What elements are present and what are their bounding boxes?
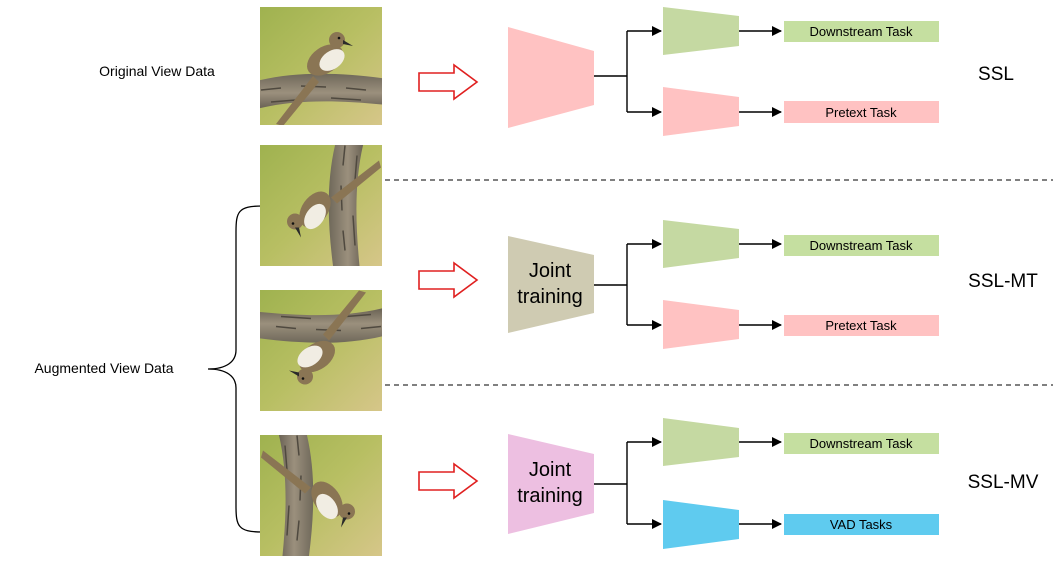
- encoder-label-line1: Joint: [529, 260, 572, 282]
- encoder-label-line1: Joint: [529, 459, 572, 481]
- downstream-task-label: Downstream Task: [809, 436, 913, 451]
- augmented-brace: [207, 205, 263, 533]
- vad-task-box: [784, 514, 939, 535]
- encoder-label-line2: training: [517, 485, 583, 507]
- encoder-trapezoid: [508, 27, 594, 128]
- downstream-head-trapezoid: [663, 418, 739, 466]
- hollow-arrow-icon: [418, 63, 479, 101]
- downstream-head-trapezoid: [663, 7, 739, 55]
- augmented-bird-photo-1: [260, 145, 382, 266]
- pretext-task-box: [784, 315, 939, 336]
- downstream-task-label: Downstream Task: [809, 238, 913, 253]
- pretext-task-label: Pretext Task: [825, 105, 897, 120]
- pretext-head-trapezoid: [663, 300, 739, 349]
- downstream-task-box: [784, 433, 939, 454]
- method-label-ssl-mt: SSL-MT: [968, 271, 1038, 292]
- downstream-task-label: Downstream Task: [809, 24, 913, 39]
- downstream-head-trapezoid: [663, 220, 739, 268]
- original-bird-photo: [260, 7, 382, 125]
- pretext-task-label: Pretext Task: [825, 318, 897, 333]
- augmented-bird-photo-3: [260, 435, 382, 556]
- encoder-label-line2: training: [517, 286, 583, 308]
- downstream-task-box: [784, 235, 939, 256]
- pretext-task-box: [784, 101, 939, 123]
- vad-task-label: VAD Tasks: [830, 517, 893, 532]
- encoder-trapezoid: [508, 236, 594, 333]
- encoder-trapezoid: [508, 434, 594, 534]
- pretext-head-trapezoid: [663, 87, 739, 136]
- method-label-ssl-mv: SSL-MV: [968, 472, 1039, 493]
- row-ssl-mv: Joint training Downstream Task VAD Tasks…: [418, 418, 1039, 549]
- hollow-arrow-icon: [418, 462, 479, 500]
- row-ssl-mt: Joint training Downstream Task Pretext T…: [418, 220, 1038, 349]
- augmented-bird-photo-2: [260, 290, 382, 411]
- method-label-ssl: SSL: [978, 64, 1014, 85]
- downstream-task-box: [784, 21, 939, 42]
- hollow-arrow-icon: [418, 261, 479, 299]
- vad-head-trapezoid: [663, 500, 739, 549]
- original-view-label: Original View Data: [99, 63, 215, 79]
- row-ssl: Downstream Task Pretext Task SSL: [418, 7, 1014, 136]
- augmented-view-label: Augmented View Data: [34, 360, 173, 376]
